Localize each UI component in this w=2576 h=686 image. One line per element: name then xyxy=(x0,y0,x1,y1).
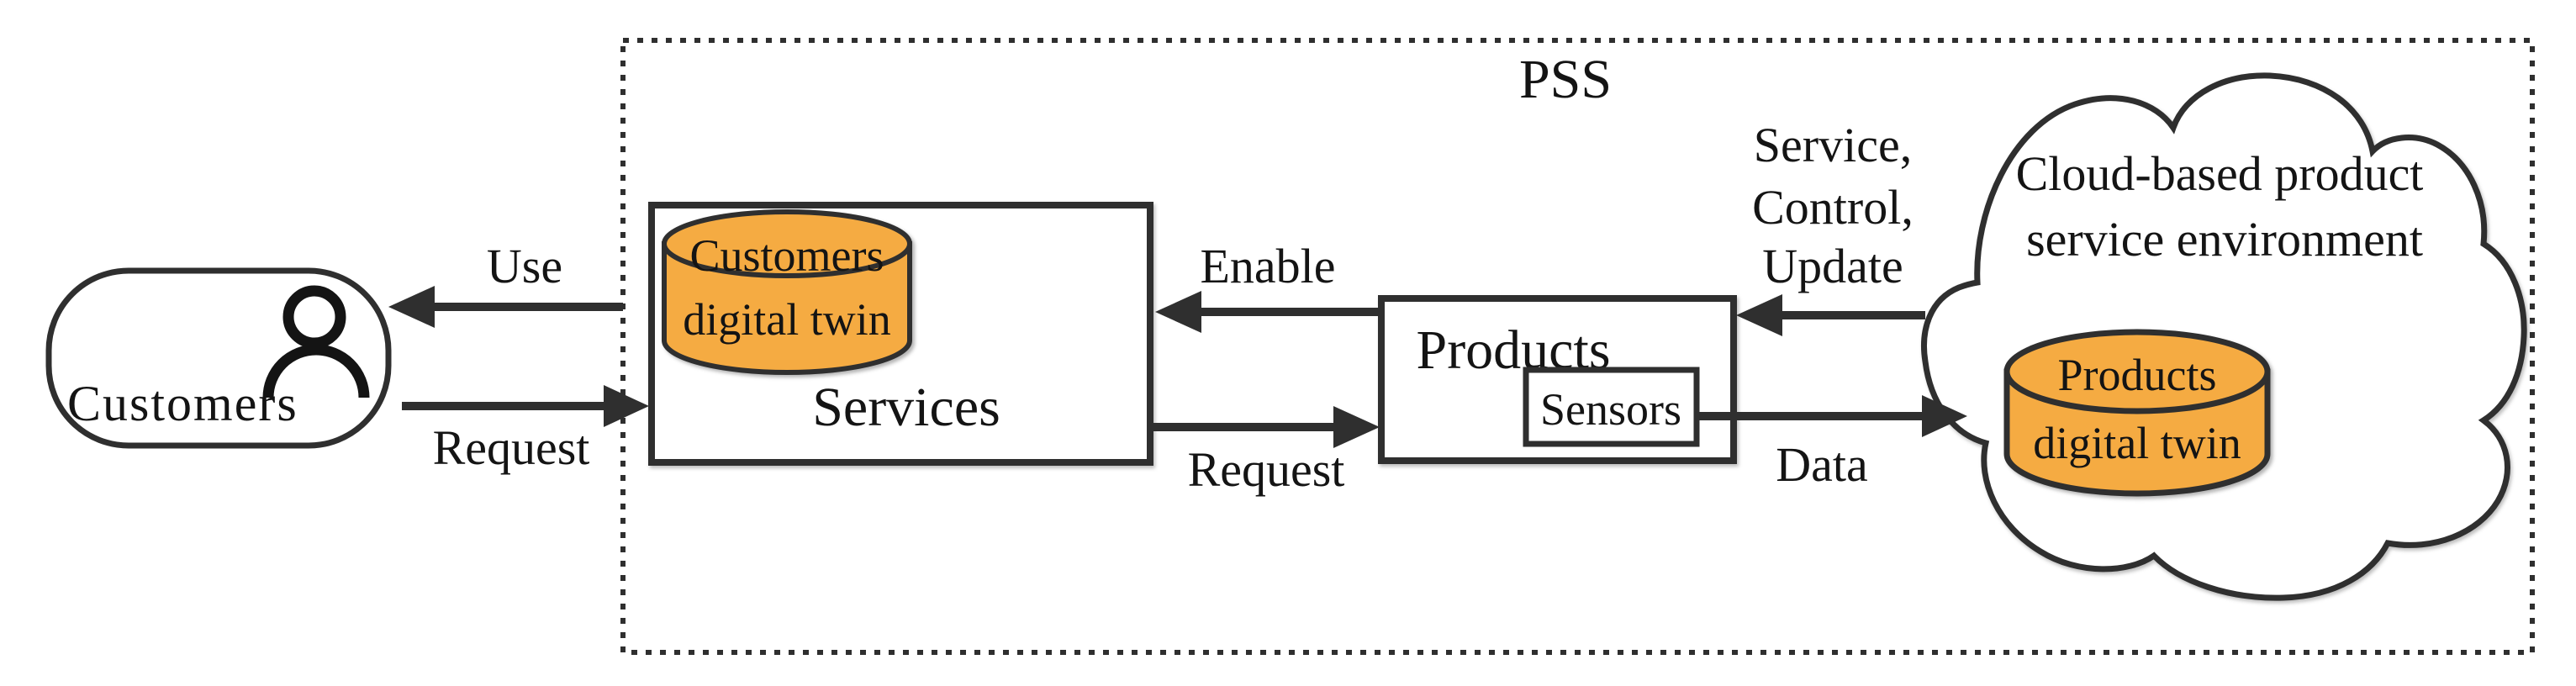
person-icon-shoulders xyxy=(262,344,370,398)
enable-label: Enable xyxy=(1200,239,1335,293)
products-cylinder-top xyxy=(2003,329,2271,414)
sensors-box xyxy=(1523,367,1700,447)
person-icon xyxy=(262,285,370,398)
customers-digital-twin-cylinder: Customers digital twin xyxy=(662,209,912,375)
services-node-label: Services xyxy=(812,377,1000,438)
scu-label-line3: Update xyxy=(1762,239,1903,293)
request-services-label: Request xyxy=(1188,442,1345,497)
request-customers-label: Request xyxy=(433,420,590,475)
customers-cylinder-top xyxy=(662,209,912,278)
customers-twin-line1: Customers xyxy=(689,230,884,281)
sensors-label: Sensors xyxy=(1540,384,1681,435)
request-customers-arrowhead xyxy=(604,385,649,427)
products-digital-twin-cylinder: Products digital twin xyxy=(2003,329,2271,497)
services-node: Customers digital twin Services xyxy=(648,202,1153,466)
flow-service-control-update: Service, Control, Update xyxy=(1736,118,1925,336)
use-arrowhead xyxy=(388,286,435,328)
data-arrowhead xyxy=(1922,395,1967,437)
flow-use: Use xyxy=(388,239,623,328)
person-icon-head xyxy=(282,285,346,349)
products-twin-line2: digital twin xyxy=(2033,418,2241,468)
enable-arrowhead xyxy=(1155,291,1201,333)
use-label: Use xyxy=(487,239,562,293)
cloud-title-line1: Cloud-based product xyxy=(2016,146,2424,201)
customers-cylinder-body xyxy=(662,241,912,375)
customers-twin-line2: digital twin xyxy=(683,294,890,345)
flow-request-customers: Request xyxy=(402,385,649,475)
pss-title: PSS xyxy=(1519,49,1612,110)
customers-node: Customers xyxy=(45,267,392,449)
cloud-title-line2: service environment xyxy=(2026,212,2423,266)
products-twin-line1: Products xyxy=(2058,350,2217,400)
customers-box xyxy=(45,267,392,449)
scu-label-line1: Service, xyxy=(1754,118,1912,172)
customers-node-label: Customers xyxy=(67,376,298,431)
flow-request-services: Request xyxy=(1150,406,1380,497)
products-node: Products Sensors xyxy=(1378,295,1737,464)
flow-data: Data xyxy=(1697,395,1967,492)
scu-label-line2: Control, xyxy=(1752,180,1914,235)
request-services-arrowhead xyxy=(1333,406,1380,448)
data-label: Data xyxy=(1776,437,1868,492)
flow-enable: Enable xyxy=(1155,239,1381,333)
scu-arrowhead xyxy=(1736,294,1782,336)
cloud-environment: Cloud-based product service environment xyxy=(1921,72,2527,601)
pss-boundary-box xyxy=(620,38,2535,655)
